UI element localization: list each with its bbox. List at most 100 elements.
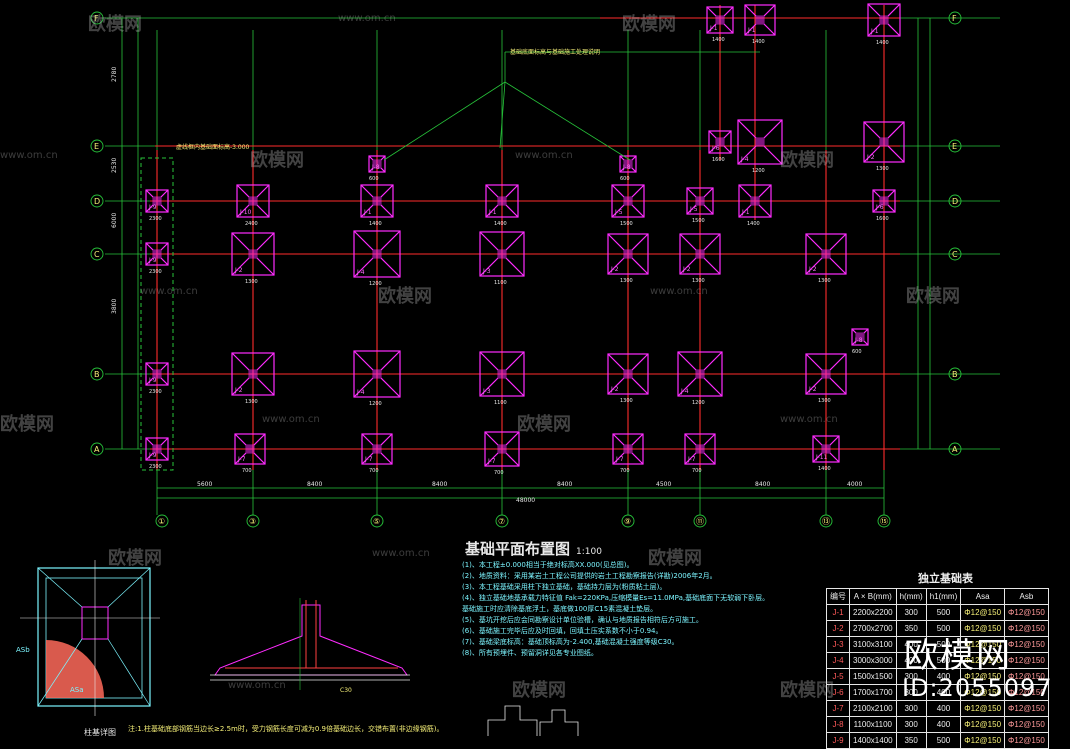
- table-cell: J-5: [826, 668, 850, 685]
- table-cell: 400: [925, 700, 962, 717]
- axis-bubble-col: ⑨: [621, 514, 635, 528]
- footing-dim: 1300: [692, 278, 705, 284]
- table-cell: Φ12@150: [960, 716, 1006, 733]
- footing-dim: 1300: [876, 166, 889, 172]
- table-cell: J-3: [826, 636, 850, 653]
- axis-bubble-row: D: [90, 194, 104, 208]
- svg-text:C: C: [94, 250, 100, 259]
- note-1: (1)、本工程±0.000相当于绝对标高XX.000(见总图)。: [462, 561, 634, 569]
- table-cell: J-8: [826, 716, 850, 733]
- table-cell: Φ12@150: [1004, 732, 1049, 749]
- footing-label: J-8: [371, 164, 380, 171]
- footing-label: J-3: [482, 388, 491, 395]
- footing-dim: 600: [852, 349, 862, 355]
- footing-label: J-11: [815, 454, 828, 461]
- general-notes: (1)、本工程±0.000相当于绝对标高XX.000(见总图)。 (2)、地质资…: [462, 560, 792, 659]
- table-cell: J-2: [826, 620, 850, 637]
- svg-text:B: B: [952, 370, 958, 379]
- svg-text:⑤: ⑤: [373, 517, 380, 526]
- footing-dim: 1400: [494, 221, 507, 227]
- footing-dim: 1300: [245, 399, 258, 405]
- footing-dim: 1500: [692, 218, 705, 224]
- footing-dim: 700: [369, 468, 379, 474]
- footing-dim: 1300: [620, 398, 633, 404]
- col-header: 编号: [826, 588, 850, 605]
- row-dim-text: 2530: [111, 158, 118, 173]
- table-cell: J-9: [826, 732, 850, 749]
- footing-label: J-2: [610, 266, 619, 273]
- footing-dim: 1600: [712, 157, 725, 163]
- column-detail-plan: ASb ASa: [16, 560, 160, 716]
- note-9: (8)、所有预埋件、预留洞详见各专业图纸。: [462, 649, 598, 657]
- brand-logo-text: 欧模网: [904, 636, 1012, 676]
- footing-label: J-7: [487, 458, 496, 465]
- table-cell: 2200x2200: [849, 604, 897, 621]
- footing-label: J-4: [356, 269, 365, 276]
- footing-label: J-8: [622, 164, 631, 171]
- footing-dim: 1400: [747, 221, 760, 227]
- axis-bubble-row: F: [948, 11, 962, 25]
- svg-text:F: F: [952, 14, 957, 23]
- bottom-small-detail: [487, 705, 579, 736]
- svg-text:A: A: [94, 445, 100, 454]
- footing-dim: 2300: [149, 389, 162, 395]
- svg-text:E: E: [94, 142, 99, 151]
- footing-label: J-5: [614, 209, 623, 216]
- axis-bubble-row: C: [948, 247, 962, 261]
- svg-text:③: ③: [249, 517, 256, 526]
- table-cell: 3100x3100: [849, 636, 897, 653]
- table-cell: Φ12@150: [960, 604, 1006, 621]
- footing-label: J-4: [740, 156, 749, 163]
- footing-label: J-1: [747, 27, 756, 34]
- footing-label: J-2: [682, 266, 691, 273]
- footing-label: J-2: [234, 387, 243, 394]
- c30-label: C30: [340, 687, 352, 694]
- footing-dim: 700: [620, 468, 630, 474]
- svg-text:D: D: [94, 197, 100, 206]
- col-header: h1(mm): [925, 588, 962, 605]
- table-cell: 2700x2700: [849, 620, 897, 637]
- svg-text:F: F: [94, 14, 99, 23]
- table-cell: 1100x1100: [849, 716, 897, 733]
- table-cell: 1700x1700: [849, 684, 897, 701]
- axis-bubble-row: A: [90, 442, 104, 456]
- table-cell: J-1: [826, 604, 850, 621]
- axis-bubble-row: E: [90, 139, 104, 153]
- table-cell: Φ12@150: [960, 732, 1006, 749]
- asa-label: ASa: [70, 686, 84, 694]
- footing-dim: 700: [692, 468, 702, 474]
- axis-bubble-row: D: [948, 194, 962, 208]
- footing-label: J-2: [234, 267, 243, 274]
- svg-text:B: B: [94, 370, 100, 379]
- footing-label: J-2: [808, 386, 817, 393]
- footing-dim: 1300: [818, 398, 831, 404]
- note-6: (5)、基坑开挖后应会同勘察设计单位验槽，确认与地质报告相符后方可施工。: [462, 616, 703, 624]
- axis-bubble-col: ⑮: [877, 514, 891, 528]
- footing-dim: 2300: [149, 269, 162, 275]
- col-header: Asa: [960, 588, 1006, 605]
